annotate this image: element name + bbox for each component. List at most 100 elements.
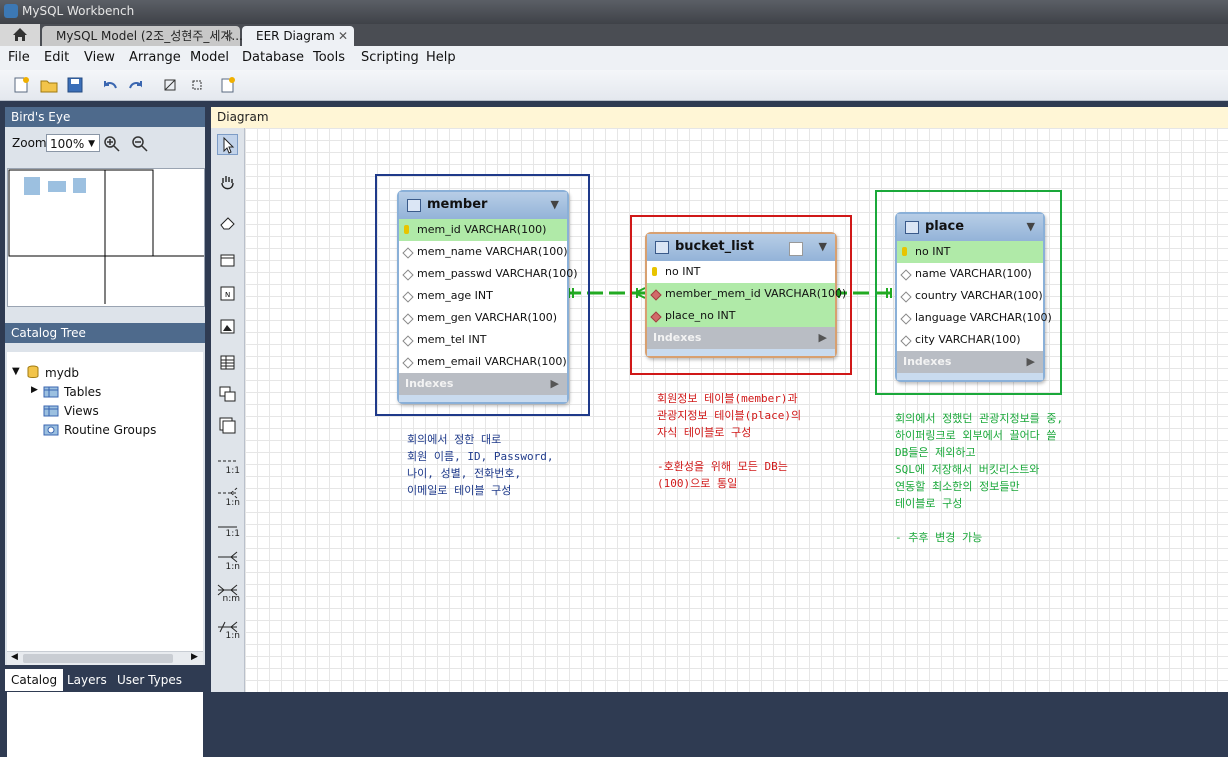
column-row[interactable]: no INT: [897, 241, 1043, 263]
column-row[interactable]: city VARCHAR(100): [897, 329, 1043, 351]
redo-icon[interactable]: [127, 76, 145, 94]
expand-arrow-icon[interactable]: ▼: [12, 366, 20, 377]
expand-arrow-icon[interactable]: ▶: [550, 377, 559, 390]
tables-folder-icon: [43, 386, 59, 398]
align-icon[interactable]: [188, 76, 206, 94]
relationship-1-n-icon[interactable]: [217, 486, 238, 500]
menu-view[interactable]: View: [84, 50, 115, 65]
tab-eer-diagram[interactable]: EER Diagram ✕: [242, 26, 354, 46]
collapse-arrow-icon[interactable]: ▼: [550, 198, 559, 211]
column-row[interactable]: mem_id VARCHAR(100): [399, 219, 567, 241]
tree-item-views[interactable]: Views: [64, 404, 99, 418]
column-diamond-icon: [402, 291, 414, 303]
collapse-arrow-icon[interactable]: ▼: [1026, 220, 1035, 233]
tree-schema-mydb[interactable]: mydb: [45, 366, 80, 380]
note-green[interactable]: 회의에서 정했던 관광지정보를 중, 하이퍼링크로 외부에서 끌어다 쓸 DB들…: [895, 412, 1064, 544]
tab-layers[interactable]: Layers: [67, 673, 107, 687]
close-icon[interactable]: ✕: [337, 29, 348, 43]
dropdown-arrow-icon: ▼: [88, 139, 95, 149]
birds-eye-view[interactable]: [7, 168, 205, 307]
new-diagram-icon[interactable]: [219, 76, 237, 94]
tree-item-tables[interactable]: Tables: [64, 385, 102, 399]
column-label: mem_passwd VARCHAR(100): [417, 267, 578, 280]
expand-arrow-icon[interactable]: ▶: [818, 331, 827, 344]
menu-edit[interactable]: Edit: [44, 50, 70, 65]
table-header[interactable]: bucket_list ▼: [647, 234, 835, 261]
pointer-tool-icon[interactable]: [217, 134, 238, 155]
column-row[interactable]: mem_passwd VARCHAR(100): [399, 263, 578, 285]
tab-mysql-model[interactable]: MySQL Model (2조_성현주_세계... ✕: [42, 26, 243, 46]
collapse-arrow-icon[interactable]: ▼: [818, 240, 827, 253]
tab-catalog[interactable]: Catalog: [5, 669, 64, 691]
indexes-section[interactable]: Indexes▶: [399, 373, 567, 395]
relationship-existing-columns-icon[interactable]: [217, 620, 238, 634]
note-tool-icon[interactable]: N: [217, 283, 238, 304]
toggle-grid-icon[interactable]: [161, 76, 179, 94]
routine-group-tool-icon[interactable]: [217, 415, 238, 436]
table-member[interactable]: member ▼ mem_id VARCHAR(100) mem_name VA…: [397, 190, 578, 404]
tab-user-types[interactable]: User Types: [117, 673, 182, 687]
zoom-out-icon[interactable]: [131, 135, 149, 153]
relationship-1-1-identifying-icon[interactable]: [217, 520, 238, 534]
column-row[interactable]: mem_email VARCHAR(100): [399, 351, 567, 373]
menu-tools[interactable]: Tools: [313, 50, 346, 65]
column-row[interactable]: mem_gen VARCHAR(100): [399, 307, 567, 329]
column-row[interactable]: country VARCHAR(100): [897, 285, 1043, 307]
column-row[interactable]: language VARCHAR(100): [897, 307, 1052, 329]
window-title: MySQL Workbench: [22, 4, 135, 18]
tree-item-routine-groups[interactable]: Routine Groups: [64, 423, 157, 437]
annotation-box-blue: [375, 174, 590, 416]
image-tool-icon[interactable]: [217, 316, 238, 337]
column-row[interactable]: no INT: [647, 261, 835, 283]
note-red[interactable]: 회원정보 테이블(member)과 관광지정보 테이블(place)의 자식 테…: [657, 392, 802, 490]
catalog-horizontal-scrollbar[interactable]: ◀ ▶: [7, 651, 203, 666]
indexes-section[interactable]: Indexes▶: [647, 327, 835, 349]
scroll-left-icon[interactable]: ◀: [11, 652, 18, 662]
column-row[interactable]: mem_tel INT: [399, 329, 567, 351]
table-place[interactable]: place ▼ no INT name VARCHAR(100) country…: [895, 212, 1052, 382]
menu-database[interactable]: Database: [242, 50, 305, 65]
table-footer: [399, 395, 567, 402]
column-row[interactable]: place_no INT: [647, 305, 835, 327]
open-folder-icon[interactable]: [40, 76, 58, 94]
column-row[interactable]: mem_name VARCHAR(100): [399, 241, 568, 263]
undo-icon[interactable]: [101, 76, 119, 94]
relationship-1-n-identifying-icon[interactable]: [217, 550, 238, 564]
view-tool-icon[interactable]: [217, 384, 238, 405]
relationship-n-m-icon[interactable]: [217, 583, 238, 597]
column-label: city VARCHAR(100): [915, 333, 1021, 346]
minimap-table: [24, 177, 40, 195]
hand-tool-icon[interactable]: [217, 173, 238, 194]
relationship-1-1-icon[interactable]: [217, 454, 238, 468]
table-header[interactable]: place ▼: [897, 214, 1043, 241]
scroll-right-icon[interactable]: ▶: [191, 652, 198, 662]
menu-file[interactable]: File: [8, 50, 30, 65]
note-blue[interactable]: 회의에서 정한 대로 회원 이름, ID, Password, 나이, 성별, …: [407, 433, 554, 497]
column-row[interactable]: mem_age INT: [399, 285, 567, 307]
menu-scripting[interactable]: Scripting: [361, 50, 419, 65]
new-file-icon[interactable]: [12, 76, 30, 94]
expand-arrow-icon[interactable]: ▶: [31, 385, 38, 395]
column-row[interactable]: member_mem_id VARCHAR(100): [647, 283, 846, 305]
palette-label: 1:n: [225, 562, 240, 572]
menu-arrange[interactable]: Arrange: [129, 50, 181, 65]
zoom-select[interactable]: 100% ▼: [46, 134, 100, 152]
indexes-label: Indexes: [903, 355, 952, 368]
menu-help[interactable]: Help: [426, 50, 456, 65]
tab-home[interactable]: [0, 24, 40, 46]
scrollbar-thumb[interactable]: [23, 654, 173, 663]
table-tool-icon[interactable]: [217, 352, 238, 373]
indexes-section[interactable]: Indexes ▶: [897, 351, 1043, 373]
zoom-in-icon[interactable]: [103, 135, 121, 153]
layer-tool-icon[interactable]: [217, 250, 238, 271]
diagram-canvas[interactable]: member ▼ mem_id VARCHAR(100) mem_name VA…: [245, 128, 1228, 692]
save-icon[interactable]: [66, 76, 84, 94]
eraser-tool-icon[interactable]: [217, 212, 238, 233]
expand-arrow-icon[interactable]: ▶: [1026, 355, 1035, 368]
column-row[interactable]: name VARCHAR(100): [897, 263, 1043, 285]
table-bucket-list[interactable]: bucket_list ▼ no INT member_mem_id VARCH…: [645, 232, 846, 358]
menu-model[interactable]: Model: [190, 50, 230, 65]
table-header[interactable]: member ▼: [399, 192, 567, 219]
close-icon[interactable]: ✕: [223, 29, 234, 43]
palette-label: 1:1: [225, 466, 240, 476]
